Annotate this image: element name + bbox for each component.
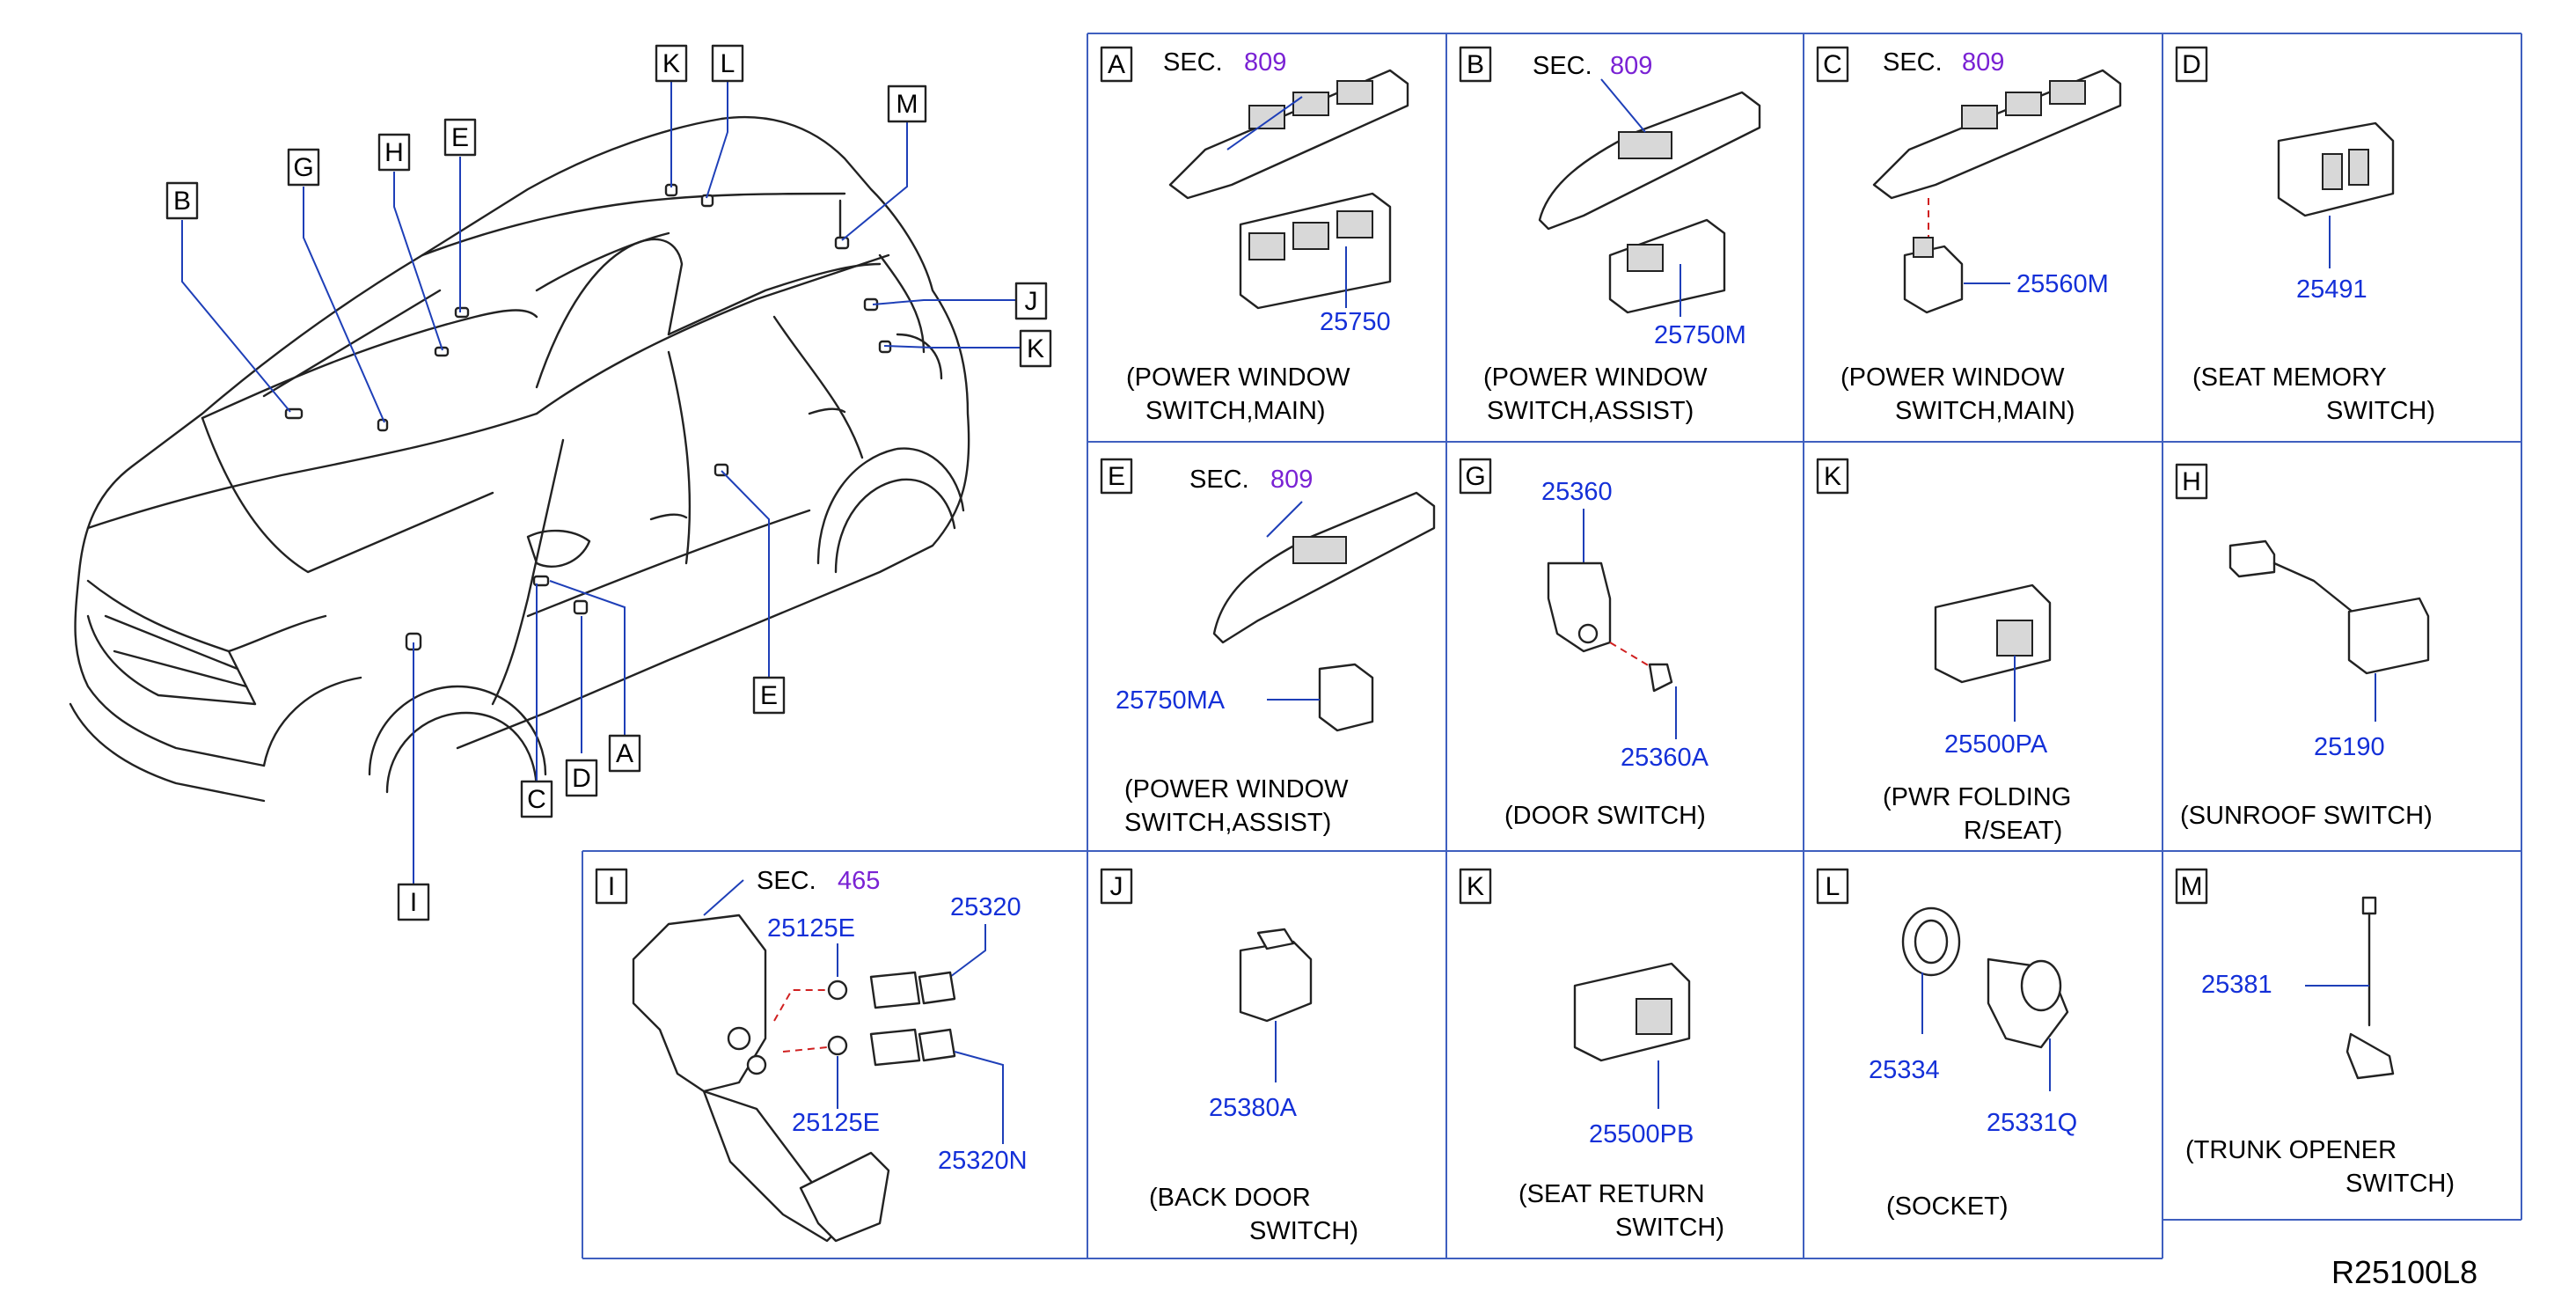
car-callout-label: E: [451, 123, 469, 152]
car-callouts: B G H E K L M J K E A D C I: [165, 44, 1052, 921]
panel-h: H 25190 (SUNROOF SWITCH): [2175, 463, 2433, 830]
part-description: R/SEAT): [1964, 817, 2062, 845]
sec-number: 809: [1962, 48, 2004, 77]
panel-grid: [582, 33, 2522, 1259]
car-callout-label: C: [527, 785, 546, 814]
car-callout-label: K: [1027, 334, 1044, 363]
sec-number: 465: [838, 867, 880, 895]
panel-b: B SEC. 809 25750M (POWER WINDOW SWITCH,A…: [1459, 46, 1761, 425]
panel-letter: J: [1110, 872, 1123, 901]
part-number: 25360A: [1621, 744, 1709, 772]
part-description: (SOCKET): [1886, 1192, 2009, 1221]
part-description: (DOOR SWITCH): [1504, 802, 1706, 830]
panel-k-folding: K 25500PA (PWR FOLDING R/SEAT): [1816, 458, 2071, 845]
panel-a: A SEC. 809 25750 (POWER WINDOW SWITCH,MA…: [1100, 46, 1409, 425]
part-number: 25500PB: [1589, 1120, 1694, 1148]
sec-label: SEC.: [1163, 48, 1223, 77]
sec-number: 809: [1244, 48, 1286, 77]
car-callout-label: B: [173, 187, 191, 216]
part-number: 25320N: [938, 1147, 1028, 1175]
part-number: 25491: [2296, 275, 2367, 304]
panel-g: G 25360 25360A (DOOR SWITCH): [1459, 458, 1709, 830]
panel-letter: M: [2181, 872, 2203, 901]
panel-letter: D: [2182, 50, 2201, 79]
part-number: 25125E: [792, 1109, 880, 1137]
part-description: SWITCH,ASSIST): [1487, 397, 1694, 425]
car-callout-label: J: [1025, 287, 1038, 316]
part-description: (SEAT RETURN: [1519, 1180, 1705, 1208]
sec-number: 809: [1270, 466, 1313, 494]
car-callout-label: A: [616, 739, 633, 768]
part-description: (SEAT MEMORY: [2192, 363, 2387, 392]
car-callout-leaders: [181, 81, 1034, 884]
car-callout-label: K: [662, 49, 680, 78]
car-callout-label: H: [384, 138, 404, 167]
part-number: 25381: [2201, 971, 2272, 999]
car-callout-label: D: [572, 764, 591, 793]
car-callout-label: G: [293, 153, 313, 182]
car-callout-label: E: [760, 681, 778, 710]
part-description: SWITCH,ASSIST): [1124, 809, 1331, 837]
panel-letter: C: [1823, 50, 1842, 79]
part-number: 25560M: [2016, 270, 2109, 298]
reference-code: R25100L8: [2331, 1254, 2477, 1290]
part-description: (SUNROOF SWITCH): [2180, 802, 2433, 830]
part-description: SWITCH): [1615, 1214, 1724, 1242]
part-number: 25331Q: [1987, 1109, 2077, 1137]
panel-letter: B: [1467, 50, 1484, 79]
sec-label: SEC.: [1533, 52, 1592, 80]
car-callout-label: L: [721, 49, 735, 78]
panel-j: J 25380A (BACK DOOR SWITCH): [1100, 868, 1358, 1245]
part-description: SWITCH): [1249, 1217, 1358, 1245]
part-description: (POWER WINDOW: [1841, 363, 2065, 392]
part-number: 25360: [1541, 478, 1613, 506]
part-description: SWITCH): [2326, 397, 2435, 425]
panel-l: L 25334 25331Q (SOCKET): [1816, 868, 2077, 1221]
panel-letter: I: [608, 872, 615, 901]
car-callout-label: M: [896, 90, 918, 119]
part-number: 25334: [1869, 1056, 1940, 1084]
part-description: (POWER WINDOW: [1126, 363, 1350, 392]
part-number: 25500PA: [1944, 730, 2048, 759]
panel-letter: K: [1467, 872, 1484, 901]
panel-letter: L: [1826, 872, 1841, 901]
part-number: 25320: [950, 893, 1021, 921]
part-description: (BACK DOOR: [1149, 1184, 1311, 1212]
sec-label: SEC.: [1883, 48, 1943, 77]
panel-letter: K: [1824, 462, 1841, 491]
panel-i: I SEC. 465 25125E 25320 25125E 25320N: [595, 867, 1028, 1243]
sec-label: SEC.: [757, 867, 816, 895]
sec-label: SEC.: [1189, 466, 1249, 494]
panel-letter: G: [1465, 462, 1485, 491]
part-number: 25125E: [767, 914, 855, 943]
part-description: (POWER WINDOW: [1483, 363, 1708, 392]
part-description: SWITCH): [2345, 1170, 2455, 1198]
part-number: 25750M: [1654, 321, 1746, 349]
part-number: 25750: [1320, 308, 1391, 336]
part-number: 25380A: [1209, 1094, 1298, 1122]
part-description: SWITCH,MAIN): [1895, 397, 2075, 425]
panel-c: C SEC. 809 25560M (POWER WINDOW SWITCH,M…: [1816, 46, 2122, 425]
part-description: SWITCH,MAIN): [1145, 397, 1326, 425]
part-description: (POWER WINDOW: [1124, 775, 1349, 803]
panel-k-return: K 25500PB (SEAT RETURN SWITCH): [1459, 868, 1724, 1242]
part-number: 25190: [2314, 733, 2385, 761]
car-illustration: [69, 115, 970, 803]
panel-letter: E: [1108, 462, 1125, 491]
panel-m: M 25381 (TRUNK OPENER SWITCH): [2175, 868, 2455, 1198]
part-number: 25750MA: [1116, 686, 1226, 715]
panel-letter: A: [1108, 50, 1125, 79]
part-description: (TRUNK OPENER: [2185, 1136, 2397, 1164]
sec-number: 809: [1610, 52, 1652, 80]
panel-d: D 25491 (SEAT MEMORY SWITCH): [2175, 46, 2435, 425]
panel-e: E SEC. 809 25750MA (POWER WINDOW SWITCH,…: [1100, 458, 1436, 837]
part-description: (PWR FOLDING: [1883, 783, 2071, 811]
car-callout-label: I: [410, 888, 417, 917]
panel-letter: H: [2182, 467, 2201, 496]
